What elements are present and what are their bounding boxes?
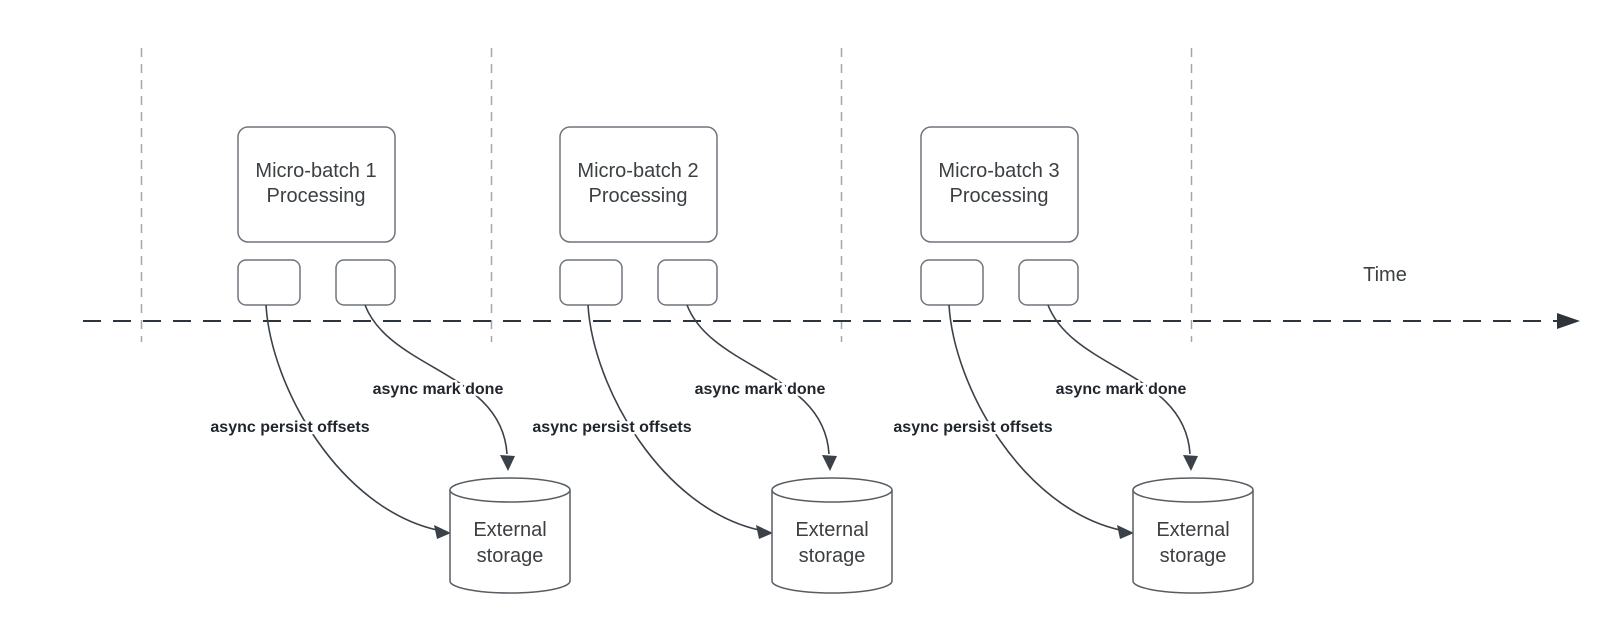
offsets-task-box xyxy=(237,259,301,306)
async-mark-done-label: async mark done xyxy=(695,381,826,398)
async-persist-offsets-label: async persist offsets xyxy=(532,419,691,436)
time-axis-arrowhead xyxy=(1557,313,1580,329)
micro-batch-box-title-line2: Processing xyxy=(950,185,1049,207)
cylinder-top xyxy=(449,477,571,503)
external-storage-cylinder: External storage xyxy=(771,477,893,594)
micro-batch-box xyxy=(559,126,718,243)
async-mark-done-arrowhead xyxy=(1183,455,1198,471)
mark-done-task-box xyxy=(657,259,718,306)
time-guide-lines xyxy=(140,48,1193,342)
micro-batch-box-title-line1: Micro-batch 3 xyxy=(938,160,1059,182)
async-persist-offsets-label: async persist offsets xyxy=(893,419,1052,436)
external-storage-label-line2: storage xyxy=(477,545,544,567)
async-mark-done-label: async mark done xyxy=(373,381,504,398)
cylinder-top xyxy=(1132,477,1254,503)
async-persist-offsets-label: async persist offsets xyxy=(210,419,369,436)
async-mark-done-label: async mark done xyxy=(1056,381,1187,398)
batch-group-2: Micro-batch 2 Processing async persist o… xyxy=(530,126,893,594)
micro-batch-box-title-line2: Processing xyxy=(589,185,688,207)
async-mark-done-arrowhead xyxy=(500,455,515,471)
micro-batch-box-title-line2: Processing xyxy=(267,185,366,207)
async-persist-offsets-arrowhead xyxy=(756,525,773,539)
external-storage-cylinder: External storage xyxy=(1132,477,1254,594)
async-mark-done-arrow xyxy=(364,304,508,455)
micro-batch-box-title-line1: Micro-batch 1 xyxy=(255,160,376,182)
external-storage-label-line1: External xyxy=(1156,519,1229,541)
time-axis: Time xyxy=(83,264,1580,329)
external-storage-label-line1: External xyxy=(473,519,546,541)
cylinder-body xyxy=(771,490,893,594)
mark-done-task-box xyxy=(335,259,396,306)
async-mark-done-arrow xyxy=(1047,304,1191,455)
offsets-task-box xyxy=(559,259,623,306)
offsets-task-box xyxy=(920,259,984,306)
external-storage-cylinder: External storage xyxy=(449,477,571,594)
async-persist-offsets-arrow xyxy=(948,304,1121,531)
external-storage-label-line2: storage xyxy=(1160,545,1227,567)
async-persist-offsets-arrowhead xyxy=(434,525,451,539)
cylinder-top xyxy=(771,477,893,503)
async-mark-done-arrow xyxy=(686,304,830,455)
async-persist-offsets-arrow xyxy=(587,304,760,531)
async-persist-offsets-arrowhead xyxy=(1117,525,1134,539)
cylinder-body xyxy=(1132,490,1254,594)
cylinder-body xyxy=(449,490,571,594)
batch-group-1: Micro-batch 1 Processing async persist o… xyxy=(208,126,571,594)
micro-batch-box-title-line1: Micro-batch 2 xyxy=(577,160,698,182)
async-persist-offsets-arrow xyxy=(265,304,438,531)
micro-batch-box xyxy=(237,126,396,243)
external-storage-label-line2: storage xyxy=(799,545,866,567)
mark-done-task-box xyxy=(1018,259,1079,306)
time-axis-label: Time xyxy=(1363,264,1407,286)
async-mark-done-arrowhead xyxy=(822,455,837,471)
micro-batch-box xyxy=(920,126,1079,243)
external-storage-label-line1: External xyxy=(795,519,868,541)
batch-group-3: Micro-batch 3 Processing async persist o… xyxy=(891,126,1254,594)
